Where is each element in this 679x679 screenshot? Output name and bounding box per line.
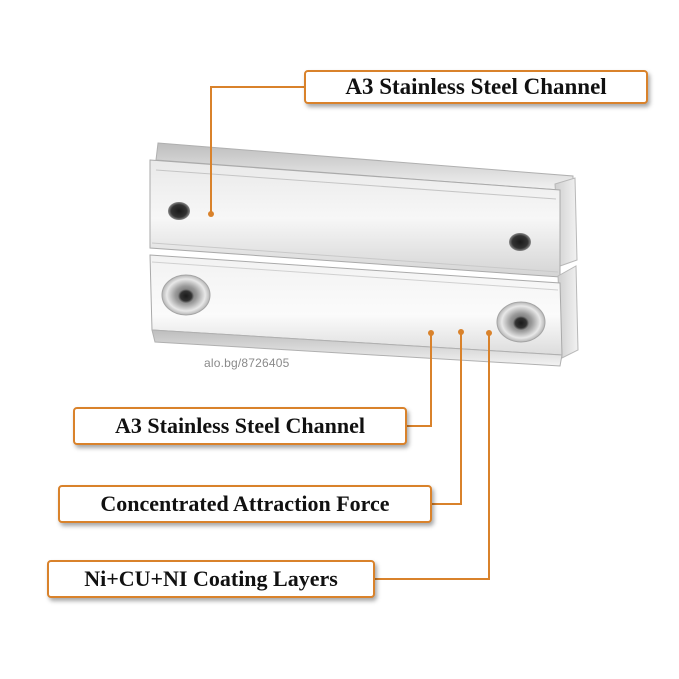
leader-line-2 bbox=[432, 332, 462, 505]
upper-magnet-channel bbox=[149, 142, 578, 278]
callout-stainless-channel-bottom: A3 Stainless Steel Channel bbox=[73, 407, 407, 445]
leader-line-1 bbox=[407, 333, 432, 427]
leader-line-top bbox=[210, 86, 304, 212]
callout-attraction-force: Concentrated Attraction Force bbox=[58, 485, 432, 523]
callout-stainless-channel-top: A3 Stainless Steel Channel bbox=[304, 70, 648, 104]
leader-line-3 bbox=[375, 333, 490, 580]
watermark-text: alo.bg/8726405 bbox=[204, 356, 290, 370]
callout-coating-layers: Ni+CU+NI Coating Layers bbox=[47, 560, 375, 598]
leader-dots bbox=[208, 211, 492, 336]
leader-lines bbox=[210, 86, 490, 580]
